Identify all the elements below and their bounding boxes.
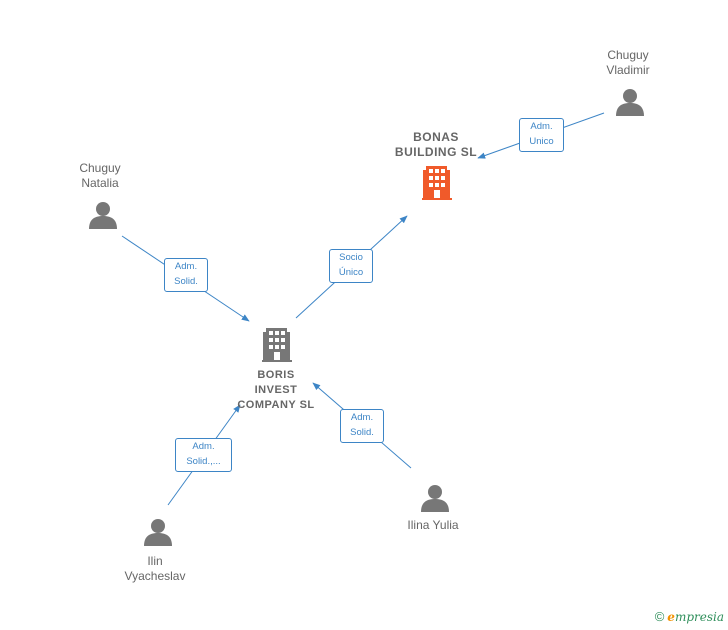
building-icon[interactable] — [262, 328, 292, 362]
brand-logo-e: e — [667, 610, 675, 624]
person-icon[interactable] — [144, 519, 172, 546]
brand-name: mpresia — [674, 610, 724, 624]
person-label-natalia[interactable]: Chuguy Natalia — [79, 161, 121, 190]
edge-label-vladimir-bonas: Adm. Unico — [519, 118, 564, 152]
edge-label-yulia-boris: Adm. Solid. — [340, 409, 384, 443]
person-label-vyacheslav[interactable]: Ilin Vyacheslav — [124, 554, 186, 583]
edge-label-natalia-boris: Adm. Solid. — [164, 258, 208, 292]
edge-label-vyacheslav-boris: Adm. Solid.,... — [175, 438, 232, 472]
person-label-vladimir[interactable]: Chuguy Vladimir — [606, 48, 650, 77]
person-label-yulia[interactable]: Ilina Yulia — [407, 518, 459, 532]
person-icon[interactable] — [89, 202, 117, 229]
person-icon[interactable] — [421, 485, 449, 512]
building-icon[interactable] — [422, 166, 452, 200]
company-label-boris[interactable]: BORIS INVEST COMPANY SL — [237, 369, 315, 411]
brand-footer: ©empresia — [655, 609, 724, 624]
person-icon[interactable] — [616, 89, 644, 116]
copyright-symbol: © — [654, 609, 665, 624]
company-label-bonas[interactable]: BONAS BUILDING SL — [394, 130, 478, 159]
edge-label-boris-bonas: Socio Único — [329, 249, 373, 283]
